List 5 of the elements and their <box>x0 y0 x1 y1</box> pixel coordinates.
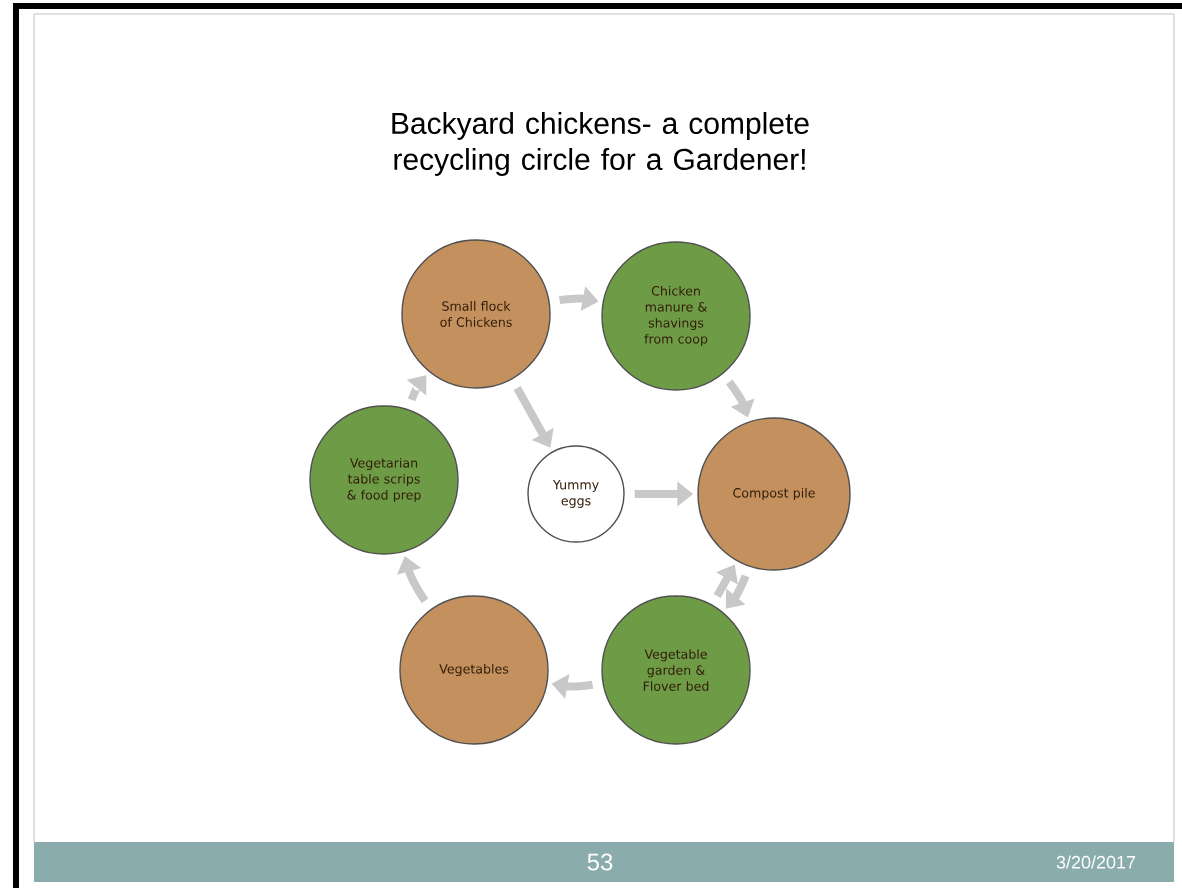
arrow <box>406 375 427 402</box>
footer-text: 53 <box>587 853 613 871</box>
arrow <box>725 574 750 609</box>
footer-text: 3/20/2017 <box>1056 855 1136 869</box>
slide-title: Backyard chickens- a complete recycling circle for a Gardener! <box>392 112 809 176</box>
